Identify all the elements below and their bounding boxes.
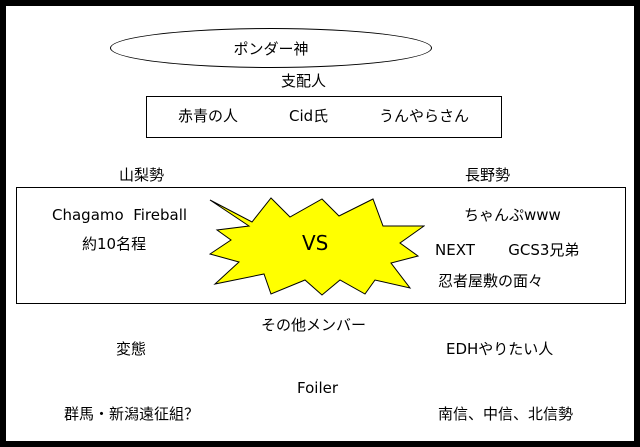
god-oval: ポンダー神 [110,28,432,68]
god-label: ポンダー神 [233,39,309,58]
others-hentai: 変態 [116,340,147,358]
rulers-box [146,96,502,138]
ruler-member: Cid氏 [289,107,329,125]
others-foiler: Foiler [297,379,339,397]
versus-burst [209,197,425,296]
rulers-heading: 支配人 [281,72,327,90]
yamanashi-line: Chagamo Fireball [52,206,188,224]
others-gunma: 群馬・新潟遠征組？ [64,405,200,423]
ruler-member: うんやらさん [379,107,470,125]
nagano-heading: 長野勢 [465,166,511,184]
others-heading: その他メンバー [261,316,367,334]
nagano-line: ちゃんぷwww [464,206,561,224]
ruler-member: 赤青の人 [178,107,239,125]
others-shinshu: 南信、中信、北信勢 [438,405,574,423]
yamanashi-line: 約10名程 [82,235,147,253]
others-edh: EDHやりたい人 [446,340,554,358]
slide: ポンダー神 支配人 赤青の人 Cid氏 うんやらさん 山梨勢 長野勢 VS Ch… [6,6,634,441]
versus-label: VS [302,231,329,255]
nagano-line: 忍者屋敷の面々 [438,272,544,290]
yamanashi-heading: 山梨勢 [119,166,165,184]
nagano-line: NEXT GCS3兄弟 [435,241,580,259]
